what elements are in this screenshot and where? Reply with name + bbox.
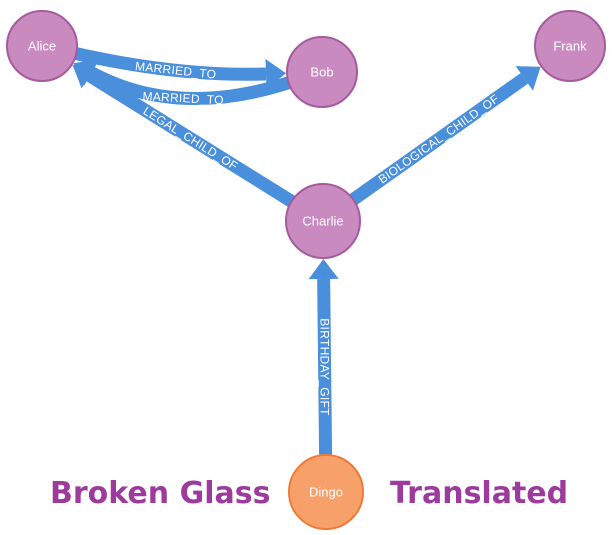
edge-charlie-alice[interactable]: LEGAL_CHILD_OF	[72, 62, 296, 207]
node-circle	[288, 454, 364, 530]
arrowhead-icon	[515, 66, 541, 91]
node-circle	[286, 36, 358, 108]
node-circle	[6, 10, 78, 82]
arrowhead-icon	[308, 258, 339, 280]
node-label: Charlie	[302, 214, 343, 229]
arrowhead-icon	[72, 62, 98, 89]
edge-label: LEGAL_CHILD_OF	[141, 104, 241, 173]
edge-label: MARRIED_TO	[134, 59, 216, 82]
caption-broken-glass: Broken Glass	[50, 476, 271, 511]
edge-label: BIOLOGICAL_CHILD_OF	[376, 92, 502, 187]
node-label: Alice	[28, 39, 56, 54]
node-charlie[interactable]: Charlie	[285, 183, 361, 259]
edge-line	[317, 278, 333, 456]
edge-line	[86, 70, 296, 207]
edge-line	[349, 73, 529, 205]
node-bob[interactable]: Bob	[286, 36, 358, 108]
edge-dingo-charlie[interactable]: BIRTHDAY_GIFT	[308, 258, 339, 456]
node-label: Frank	[553, 39, 587, 54]
node-alice[interactable]: Alice	[6, 10, 78, 82]
edge-charlie-frank[interactable]: BIOLOGICAL_CHILD_OF	[349, 66, 541, 205]
node-circle	[534, 10, 606, 82]
arrowhead-icon	[265, 58, 287, 89]
node-dingo[interactable]: Dingo	[288, 454, 364, 530]
edge-label: MARRIED_TO	[142, 89, 224, 107]
edge-line	[74, 47, 267, 81]
node-circle	[285, 183, 361, 259]
node-frank[interactable]: Frank	[534, 10, 606, 82]
node-label: Bob	[310, 65, 333, 80]
node-label: Dingo	[309, 485, 343, 500]
edge-label: BIRTHDAY_GIFT	[318, 318, 332, 416]
caption-translated: Translated	[390, 476, 569, 511]
